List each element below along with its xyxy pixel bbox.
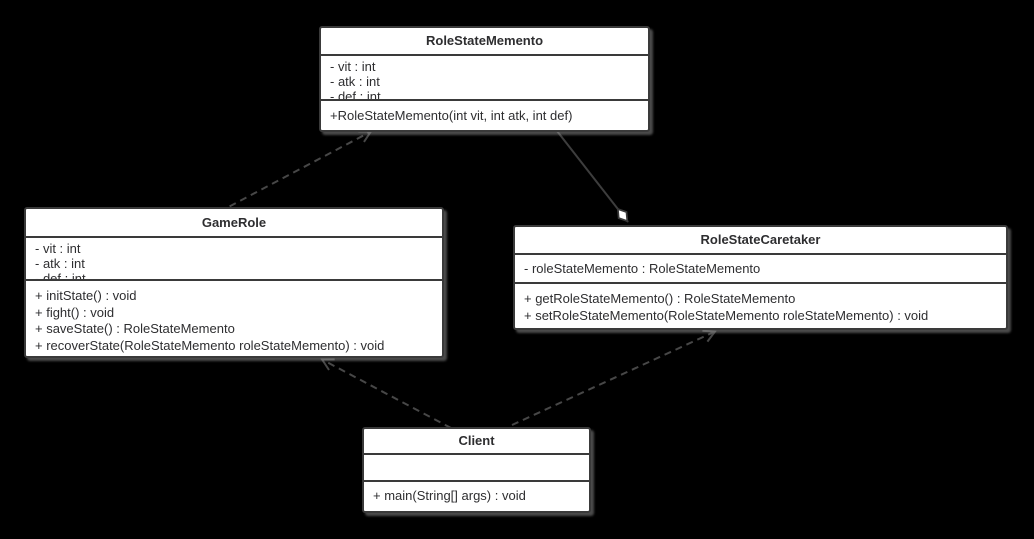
class-box-rolestatememento: RoleStateMemento - vit : int - atk : int…	[319, 26, 650, 132]
methods-section: + main(String[] args) : void	[364, 480, 589, 511]
methods-section: + initState() : void + fight() : void + …	[26, 279, 442, 356]
method-row: + getRoleStateMemento() : RoleStateMemen…	[524, 291, 796, 306]
method-row: + saveState() : RoleStateMemento	[35, 321, 235, 336]
class-name: RoleStateMemento	[425, 33, 544, 48]
class-box-gamerole: GameRole - vit : int - atk : int - def :…	[24, 207, 444, 358]
dependency-arrow-gamerole-to-rolestatememento	[218, 132, 370, 213]
attribute-row: - roleStateMemento : RoleStateMemento	[524, 261, 761, 276]
attribute-row: - def : int	[330, 89, 381, 99]
method-row: + fight() : void	[35, 304, 115, 320]
class-name: GameRole	[201, 215, 267, 230]
attribute-row: - vit : int	[330, 59, 376, 74]
class-box-client: Client + main(String[] args) : void	[362, 427, 591, 513]
attribute-row: - def : int	[35, 271, 86, 279]
method-row: +RoleStateMemento(int vit, int atk, int …	[330, 108, 573, 123]
attributes-section: - roleStateMemento : RoleStateMemento	[515, 253, 1006, 282]
method-row: + recoverState(RoleStateMemento roleStat…	[35, 337, 385, 353]
method-row: + setRoleStateMemento(RoleStateMemento r…	[524, 307, 929, 323]
methods-section: +RoleStateMemento(int vit, int atk, int …	[321, 99, 648, 130]
attributes-section: - vit : int - atk : int - def : int	[321, 54, 648, 99]
method-row: + main(String[] args) : void	[373, 488, 526, 503]
attributes-section	[364, 453, 589, 480]
attribute-row: - vit : int	[35, 241, 81, 256]
aggregation-line-rolestatememento-to-rolestatecaretaker	[556, 130, 629, 223]
attribute-row: - atk : int	[330, 74, 380, 89]
attributes-section: - vit : int - atk : int - def : int	[26, 236, 442, 279]
class-box-rolestatecaretaker: RoleStateCaretaker - roleStateMemento : …	[513, 225, 1008, 330]
dependency-arrow-client-to-rolestatecaretaker	[511, 332, 714, 426]
class-name: RoleStateCaretaker	[700, 232, 821, 247]
dependency-arrow-client-to-gamerole	[323, 360, 452, 429]
class-name: Client	[458, 433, 495, 448]
attribute-row: - atk : int	[35, 256, 85, 271]
methods-section: + getRoleStateMemento() : RoleStateMemen…	[515, 282, 1006, 328]
method-row: + initState() : void	[35, 288, 137, 303]
